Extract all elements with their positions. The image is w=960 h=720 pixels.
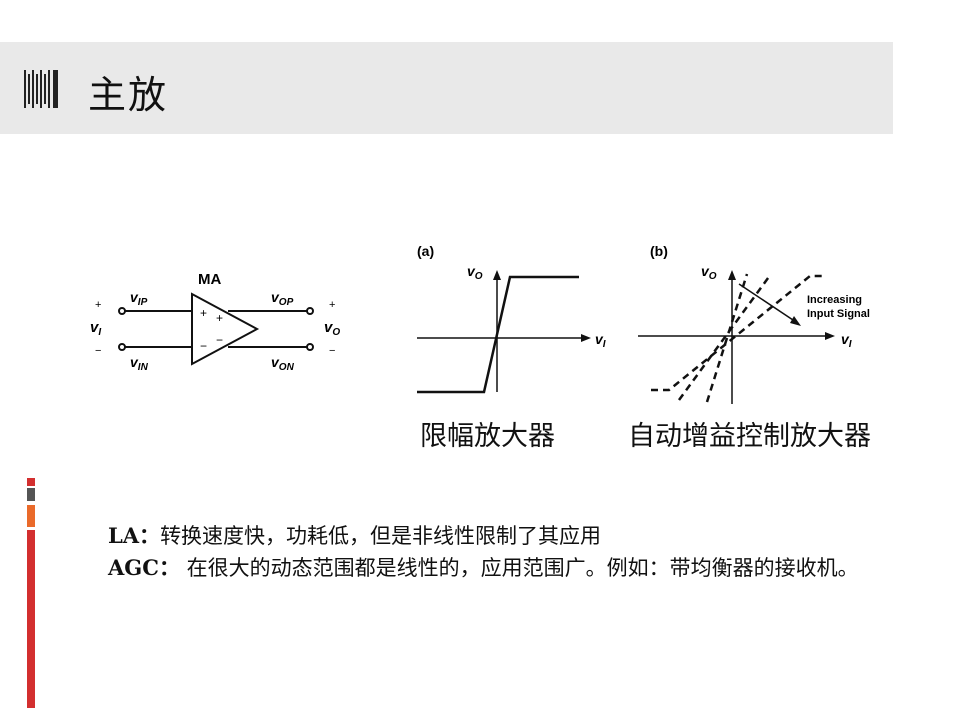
amplifier-triangle — [191, 292, 260, 366]
slide-title: 主放 — [88, 73, 169, 117]
barcode-icon — [24, 70, 58, 108]
agc-curve-mid — [677, 273, 773, 401]
la-description: LA：转换速度快，功耗低，但是非线性限制了其应用 — [108, 520, 908, 552]
output-plus-sign: + — [216, 311, 223, 325]
la-transfer-plot: (a) vO vI — [417, 243, 606, 394]
agc-text: 在很大的动态范围都是线性的，应用范围广。例如：带均衡器的接收机。 — [179, 556, 859, 580]
vo-label: vO — [324, 319, 340, 338]
input-minus-sign: − — [200, 339, 207, 353]
main-amplifier-figure: MA + − + − vIP vIN vOP vON + vI − + vO − — [68, 254, 370, 386]
vo-plus: + — [329, 299, 335, 311]
transfer-curves-figure: (a) vO vI (b) vO vI Increasing Input Sig… — [373, 232, 893, 418]
agc-curve-high — [705, 273, 749, 403]
vi-label: vI — [90, 319, 101, 338]
accent-bar-red — [27, 530, 35, 708]
von-label: vON — [271, 354, 295, 373]
title-bar: 主放 — [0, 42, 893, 134]
plot-a-tag: (a) — [417, 243, 434, 259]
la-x-label: vI — [595, 331, 606, 350]
la-y-label: vO — [467, 263, 483, 282]
agc-x-label: vI — [841, 331, 852, 350]
output-minus-sign: − — [216, 333, 223, 347]
plot-b-tag: (b) — [650, 243, 668, 259]
vi-minus: − — [95, 345, 101, 357]
vo-minus: − — [329, 345, 335, 357]
la-curve — [417, 275, 579, 394]
agc-y-label: vO — [701, 263, 717, 282]
agc-annotation-line2: Input Signal — [807, 308, 870, 320]
agc-annotation-line1: Increasing — [807, 294, 862, 306]
vin-label: vIN — [130, 354, 149, 373]
slide-body: LA：转换速度快，功耗低，但是非线性限制了其应用 AGC： 在很大的动态范围都是… — [108, 520, 908, 584]
vop-label: vOP — [271, 289, 294, 308]
accent-bar-gray — [27, 488, 35, 501]
accent-bar-orange — [27, 505, 35, 527]
vip-label: vIP — [130, 289, 148, 308]
agc-transfer-plot: (b) vO vI Increasing Input Signal — [638, 243, 870, 404]
ma-label: MA — [198, 271, 221, 288]
accent-bar-red-top — [27, 478, 35, 486]
agc-label: AGC： — [108, 555, 180, 580]
la-text: 转换速度快，功耗低，但是非线性限制了其应用 — [160, 524, 602, 548]
agc-curve-low — [651, 274, 824, 392]
input-plus-sign: + — [200, 306, 207, 320]
agc-description: AGC： 在很大的动态范围都是线性的，应用范围广。例如：带均衡器的接收机。 — [108, 552, 908, 584]
vi-plus: + — [95, 299, 101, 311]
la-label: LA： — [108, 523, 161, 548]
agc-caption: 自动增益控制放大器 — [628, 421, 871, 452]
la-caption: 限幅放大器 — [420, 421, 555, 452]
